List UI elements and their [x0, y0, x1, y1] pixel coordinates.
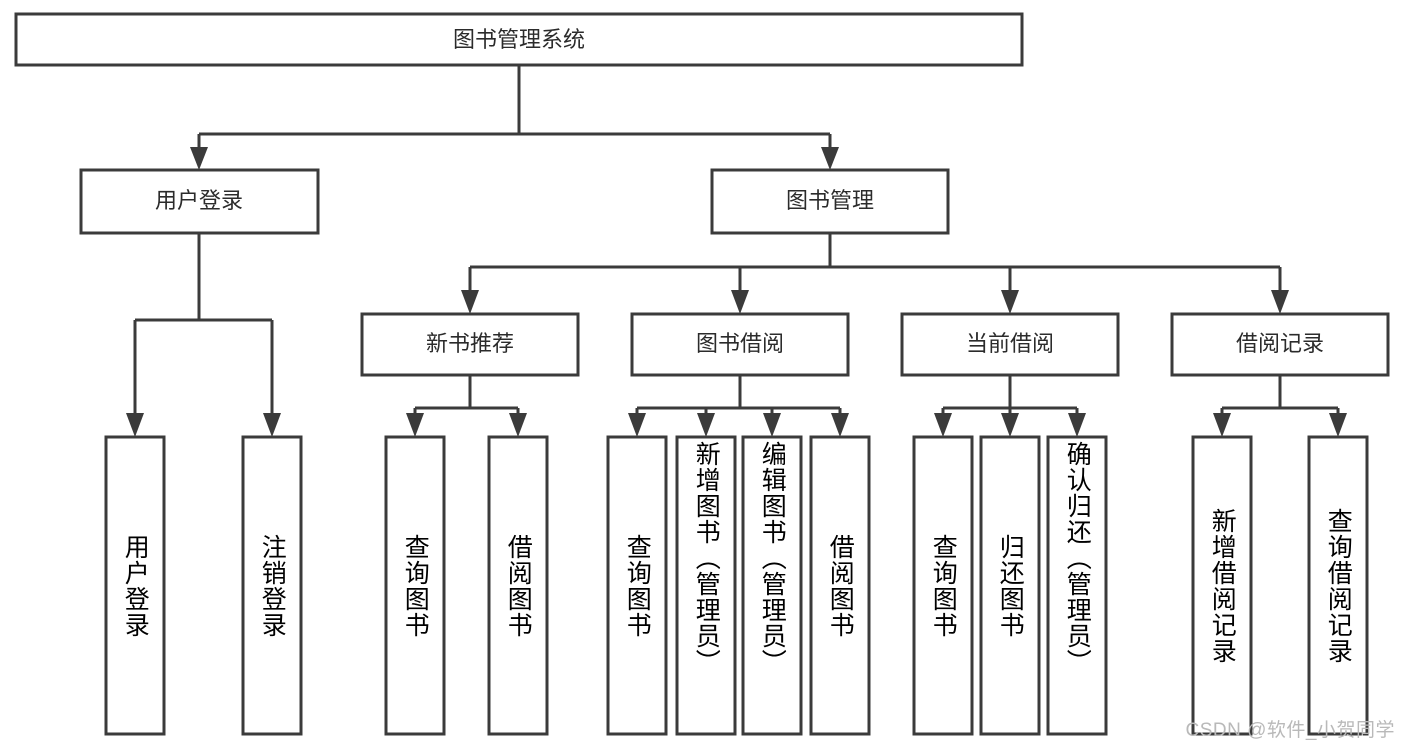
node-current-borrow-label: 当前借阅: [966, 331, 1054, 356]
node-new-book-recommend[interactable]: 新书推荐: [360, 312, 580, 377]
leaf-box-book-borrow-2[interactable]: [675, 435, 737, 736]
node-borrow-record-box[interactable]: [1170, 312, 1390, 377]
leaf-label-current-borrow-3: 确认归还（管理员）: [1063, 441, 1092, 675]
leaf-box-layer: [104, 435, 1369, 736]
node-book-management-label: 图书管理: [786, 188, 874, 213]
leaf-box-book-borrow-4[interactable]: [809, 435, 871, 736]
leaf-box-new-book-2[interactable]: [487, 435, 549, 736]
node-book-borrow-label: 图书借阅: [696, 331, 784, 356]
leaf-label-user-login-1: 用户登录: [121, 533, 150, 638]
leaf-label-borrow-record-2: 查询借阅记录: [1324, 507, 1353, 664]
node-book-management[interactable]: 图书管理: [710, 168, 950, 235]
arrowhead-leaf-currentborrow-3: [1068, 413, 1086, 437]
leaf-label-new-book-1: 查询图书: [401, 533, 430, 638]
leaf-label-layer: 用户登录 注销登录 查询图书 借阅图书 查询图书: [121, 441, 1353, 675]
node-borrow-record-label: 借阅记录: [1236, 331, 1324, 356]
arrowhead-leaf-newbook-1: [406, 413, 424, 437]
arrowhead-current-borrow: [1001, 290, 1019, 314]
leaf-box-book-borrow-1[interactable]: [606, 435, 668, 736]
connector-layer: [126, 65, 1347, 437]
leaf-box-current-borrow-2[interactable]: [979, 435, 1041, 736]
leaf-box-book-borrow-3[interactable]: [741, 435, 803, 736]
arrowhead-leaf-currentborrow-2: [1001, 413, 1019, 437]
node-root-box[interactable]: [14, 12, 1024, 67]
leaf-box-user-login-2[interactable]: [241, 435, 303, 736]
node-root[interactable]: 图书管理系统: [14, 12, 1024, 67]
arrowhead-book-mgmt: [821, 147, 839, 170]
node-root-label: 图书管理系统: [453, 27, 585, 52]
arrowhead-borrow-record: [1271, 290, 1289, 314]
node-book-borrow[interactable]: 图书借阅: [630, 312, 850, 377]
leaf-label-book-borrow-2: 新增图书（管理员）: [692, 441, 721, 675]
arrowhead-leaf-bookborrow-3: [763, 413, 781, 437]
leaf-label-book-borrow-4: 借阅图书: [826, 533, 855, 638]
node-borrow-record[interactable]: 借阅记录: [1170, 312, 1390, 377]
arrowhead-leaf-bookborrow-1: [628, 413, 646, 437]
arrowhead-leaf-borrowrecord-2: [1329, 413, 1347, 437]
node-current-borrow-box[interactable]: [900, 312, 1120, 377]
node-new-book-recommend-box[interactable]: [360, 312, 580, 377]
node-user-login-box[interactable]: [79, 168, 320, 235]
leaf-label-current-borrow-1: 查询图书: [929, 533, 958, 638]
arrowhead-leaf-user-login-1: [126, 413, 144, 437]
leaf-box-current-borrow-3[interactable]: [1046, 435, 1108, 736]
leaf-box-current-borrow-1[interactable]: [912, 435, 974, 736]
node-user-login[interactable]: 用户登录: [79, 168, 320, 235]
leaf-box-borrow-record-1[interactable]: [1191, 435, 1253, 736]
arrowhead-user-login: [190, 147, 208, 170]
node-user-login-label: 用户登录: [155, 188, 243, 213]
leaf-box-new-book-1[interactable]: [384, 435, 446, 736]
leaf-box-borrow-record-2[interactable]: [1307, 435, 1369, 736]
node-current-borrow[interactable]: 当前借阅: [900, 312, 1120, 377]
leaf-label-new-book-2: 借阅图书: [504, 533, 533, 638]
node-book-borrow-box[interactable]: [630, 312, 850, 377]
leaf-label-current-borrow-2: 归还图书: [996, 533, 1025, 638]
leaf-box-user-login-1[interactable]: [104, 435, 166, 736]
arrowhead-new-book-recommend: [461, 290, 479, 314]
arrowhead-leaf-newbook-2: [509, 413, 527, 437]
arrowhead-book-borrow: [731, 290, 749, 314]
leaf-label-book-borrow-1: 查询图书: [623, 533, 652, 638]
arrowhead-leaf-borrowrecord-1: [1213, 413, 1231, 437]
node-book-management-box[interactable]: [710, 168, 950, 235]
arrowhead-leaf-bookborrow-2: [697, 413, 715, 437]
leaf-label-user-login-2: 注销登录: [258, 533, 287, 638]
arrowhead-leaf-bookborrow-4: [831, 413, 849, 437]
node-new-book-recommend-label: 新书推荐: [426, 331, 514, 356]
leaf-label-borrow-record-1: 新增借阅记录: [1208, 507, 1237, 664]
arrowhead-leaf-currentborrow-1: [934, 413, 952, 437]
arrowhead-leaf-user-login-2: [263, 413, 281, 437]
leaf-label-book-borrow-3: 编辑图书（管理员）: [758, 441, 787, 675]
